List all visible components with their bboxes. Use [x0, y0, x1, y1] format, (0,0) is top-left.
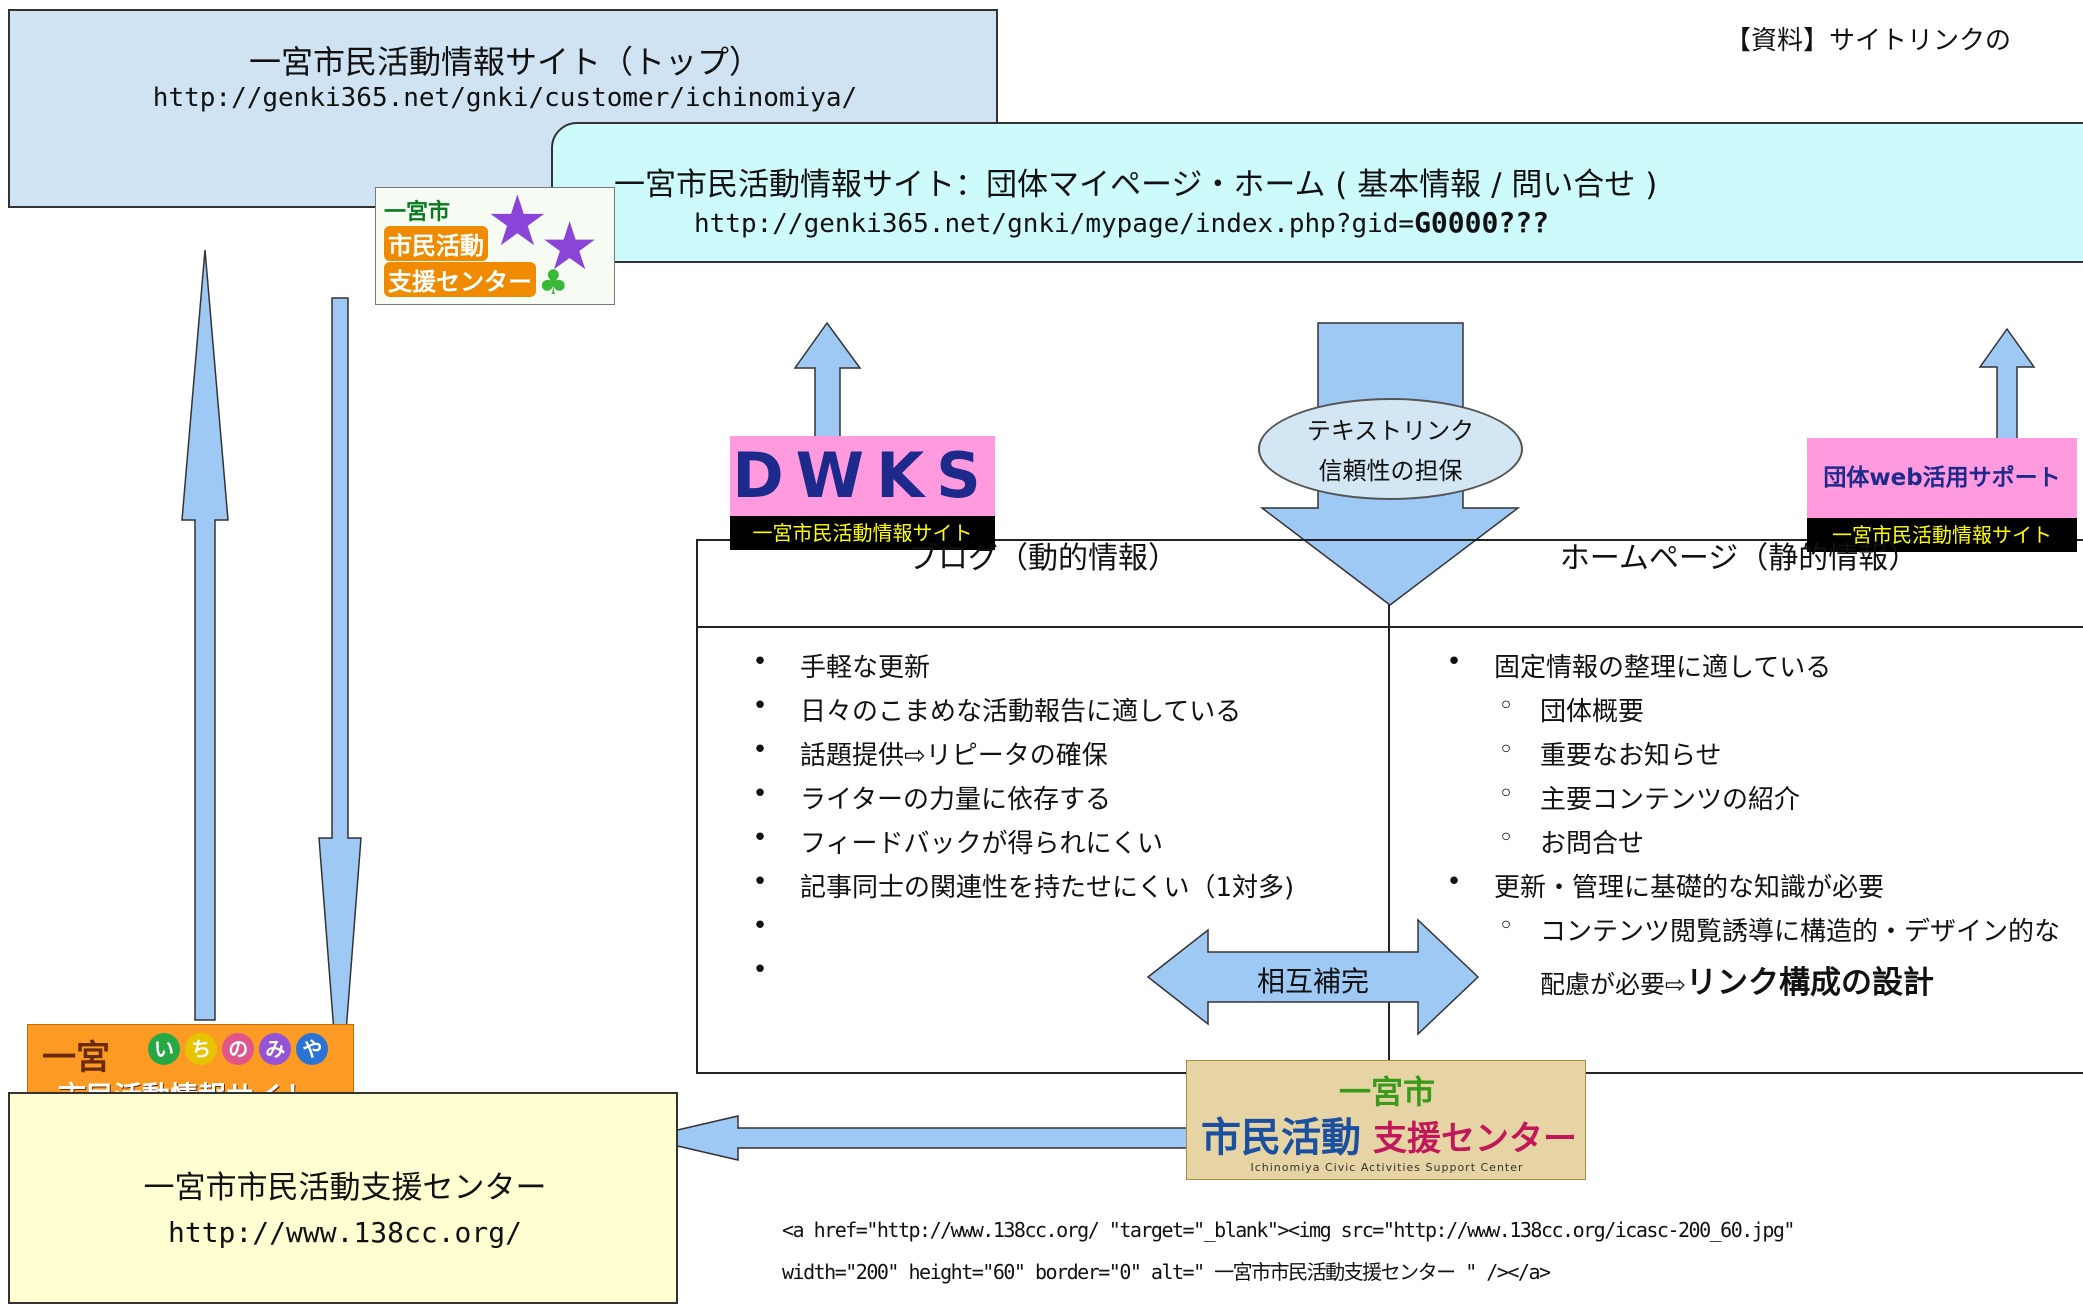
support-banner[interactable]: 団体web活用サポート 一宮市民活動情報サイト [1807, 438, 2077, 554]
list-item: •固定情報の整理に適している [1446, 647, 1832, 683]
center-logo-row2a: 市民活動 [1201, 1115, 1361, 1161]
code-line-2: width="200" height="60" border="0" alt="… [782, 1260, 1551, 1284]
hira-badge: ち [185, 1033, 218, 1065]
top-site-url[interactable]: http://genki365.net/gnki/customer/ichino… [152, 83, 858, 113]
support-caption: 一宮市民活動情報サイト [1807, 518, 2077, 552]
list-item: •更新・管理に基礎的な知識が必要 [1446, 867, 1885, 903]
star-icon: ★ [486, 187, 549, 262]
badge-small-line3: 支援センター [384, 262, 536, 297]
badge-small-line2: 市民活動 [384, 226, 488, 261]
leaf-icon: ♣ [538, 263, 569, 303]
center-logo-row2b: 支援センター [1373, 1119, 1577, 1159]
center-site-url[interactable]: http://www.138cc.org/ [167, 1216, 522, 1249]
dwks-logo: DWKS [730, 436, 995, 516]
mypage-box: 一宮市民活動情報サイト：団体マイページ・ホーム ( 基本情報 / 問い合せ ) … [551, 122, 2083, 263]
center-badge-small[interactable]: 一宮市 市民活動 支援センター ★ ★ ♣ [375, 187, 615, 305]
list-item: •フィードバックが得られにくい [752, 823, 1163, 859]
center-logo-sub: Ichinomiya Civic Activities Support Cent… [1250, 1161, 1524, 1174]
center-logo-main: 一宮市 [1338, 1073, 1435, 1111]
dwks-banner[interactable]: DWKS 一宮市民活動情報サイト [730, 436, 995, 552]
arrow-up-dwks [793, 321, 862, 445]
list-subitem: ◦主要コンテンツの紹介 [1498, 779, 1801, 815]
list-item: •話題提供⇨リピータの確保 [752, 735, 1108, 771]
mypage-url-prefix: http://genki365.net/gnki/mypage/index.ph… [694, 209, 1415, 239]
trust-bubble-line1: テキストリンク [1306, 417, 1475, 445]
top-site-box: 一宮市民活動情報サイト（トップ） http://genki365.net/gnk… [8, 9, 998, 208]
arrow-up-left [181, 249, 229, 1021]
mypage-title: 一宮市民活動情報サイト：団体マイページ・ホーム ( 基本情報 / 問い合せ ) [614, 167, 1658, 203]
mypage-url-gid: G0000??? [1414, 206, 1549, 239]
center-site-title: 一宮市市民活動支援センター [143, 1170, 547, 1206]
link-design-emphasis: リンク構成の設計 [1685, 965, 1934, 1001]
mutual-double-arrow [1146, 918, 1480, 1036]
list-item: •ライターの力量に依存する [752, 779, 1111, 815]
top-site-title: 一宮市民活動情報サイト（トップ） [248, 43, 761, 81]
list-subitem: ◦お問合せ [1498, 823, 1645, 859]
hira-badge: い [148, 1033, 180, 1065]
support-label: 団体web活用サポート [1807, 438, 2077, 518]
hira-badge: や [296, 1033, 329, 1065]
hira-badge: み [259, 1033, 292, 1065]
star-icon-2: ★ [540, 208, 600, 285]
center-logo[interactable]: 一宮市 市民活動 支援センター Ichinomiya Civic Activit… [1186, 1060, 1586, 1180]
arrow-left-center [642, 1115, 1191, 1161]
badge-small-line1: 一宮市 [384, 200, 451, 225]
hira-badge: の [222, 1033, 255, 1065]
list-item: •手軽な更新 [752, 647, 931, 683]
header-note: 【資料】サイトリンクの [1725, 26, 2012, 56]
badge-top-text: 一宮 [42, 1038, 110, 1078]
table-right-header: ホームページ（静的情報） [1559, 541, 1919, 576]
center-site-box: 一宮市市民活動支援センター http://www.138cc.org/ [8, 1092, 678, 1304]
hira-row: い ち の み や [148, 1033, 329, 1065]
code-line-1: <a href="http://www.138cc.org/ "target="… [782, 1218, 1795, 1242]
list-item: •日々のこまめな活動報告に適している [752, 691, 1242, 727]
mutual-label: 相互補完 [1256, 965, 1369, 998]
trust-bubble-line2: 信頼性の担保 [1318, 457, 1463, 485]
list-subitem: ◦重要なお知らせ [1498, 735, 1722, 771]
dwks-caption: 一宮市民活動情報サイト [730, 516, 995, 550]
list-subitem: ◦団体概要 [1498, 691, 1645, 727]
list-item: •記事同士の関連性を持たせにくい（1対多) [752, 867, 1295, 903]
list-subitem-cont: 配慮が必要⇨リンク構成の設計 [1540, 965, 1934, 1001]
list-subitem: ◦コンテンツ閲覧誘導に構造的・デザイン的な [1498, 911, 2061, 947]
arrow-up-support [1978, 327, 2036, 453]
trust-bubble: テキストリンク 信頼性の担保 [1258, 398, 1523, 500]
table-left-header: ブログ（動的情報） [908, 541, 1178, 576]
arrow-down-center [318, 297, 362, 1111]
mypage-url[interactable]: http://genki365.net/gnki/mypage/index.ph… [694, 206, 1549, 239]
